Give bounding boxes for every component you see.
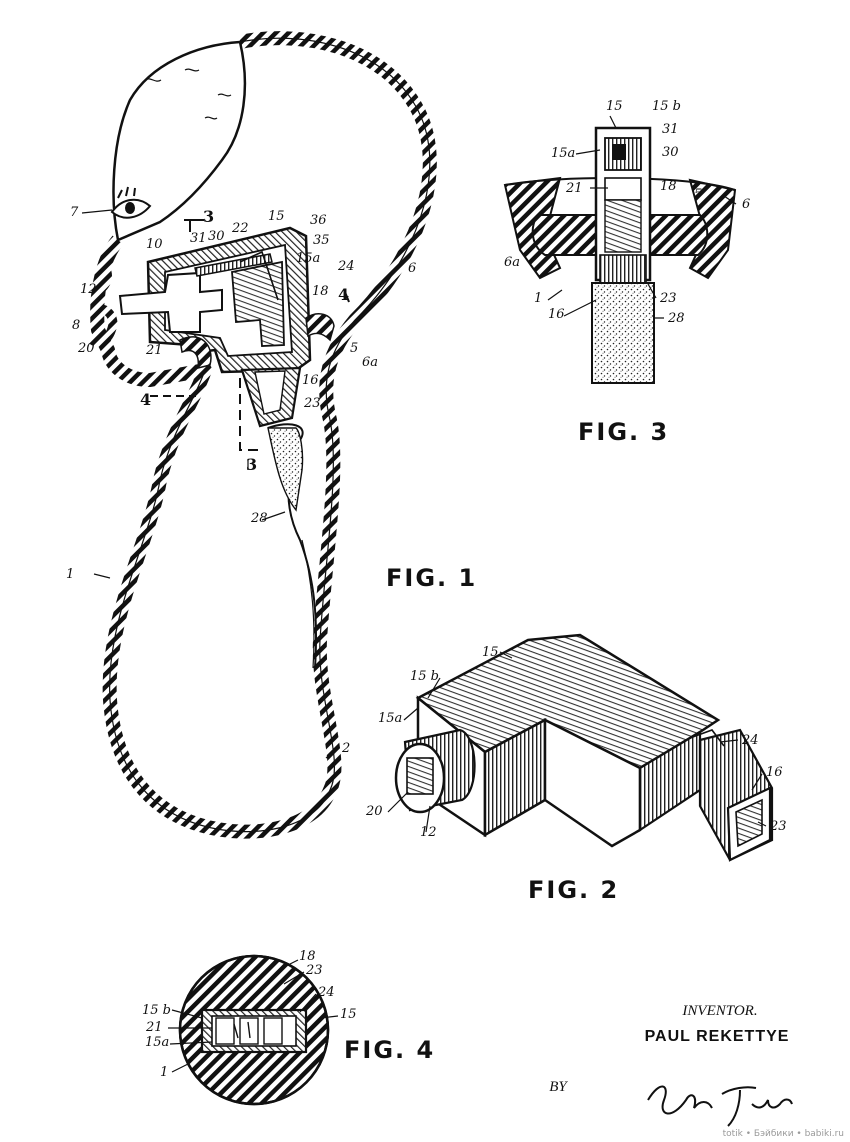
- fig2-ref: 12: [420, 825, 437, 840]
- fig2-ref: 15: [482, 645, 499, 660]
- fig3-ref: 6a: [504, 255, 520, 270]
- fig3-ref: 1: [534, 291, 542, 306]
- fig1-ref: 7: [70, 205, 79, 220]
- fig1-ref: 23: [303, 396, 321, 411]
- inventor-name: PAUL REKETTYE: [644, 1028, 790, 1045]
- fig1-ref: 22: [231, 221, 249, 236]
- fig1-ref: 30: [208, 229, 225, 244]
- fig3-ref: 6: [742, 197, 750, 212]
- fig1-ref: 20: [77, 341, 95, 356]
- fig2-ref: 15 b: [410, 669, 439, 684]
- fig4-ref: 18: [299, 949, 316, 964]
- fig1-ref: 6: [408, 261, 416, 276]
- fig4-ref: 15a: [145, 1035, 169, 1050]
- inventor-title: INVENTOR.: [682, 1003, 758, 1019]
- fig1-ref: 4: [338, 285, 349, 304]
- fig3-ref: 23: [659, 291, 677, 306]
- fig1-ref: 12: [80, 282, 97, 297]
- fig1-ref: 16: [302, 373, 319, 388]
- fig2-ref: 23: [769, 819, 787, 834]
- fig1-ref: 36: [310, 213, 327, 228]
- fig1-ref: 18: [312, 284, 329, 299]
- fig1-head: [112, 40, 247, 242]
- fig3-ref: 16: [548, 307, 565, 322]
- fig1-valve-housing: [118, 226, 312, 428]
- fig1-ref: 8: [72, 318, 80, 333]
- fig3-label: FIG. 3: [578, 418, 669, 446]
- fig1-ref: 3: [246, 455, 257, 474]
- fig4-cross-section: [178, 954, 330, 1106]
- watermark: totik • Бэйбики • babiki.ru: [722, 1129, 844, 1139]
- fig2-ref: 24: [741, 733, 759, 748]
- fig4-label: FIG. 4: [344, 1036, 435, 1064]
- fig1-ref: 15: [268, 209, 285, 224]
- fig2-reference-numerals: 15 15 b 15a 20 12 24 16 23: [365, 645, 787, 840]
- fig4-ref: 24: [317, 985, 335, 1000]
- fig1-ref: 15a: [296, 251, 320, 266]
- inventor-by: BY: [549, 1079, 567, 1095]
- fig3-reference-numerals: 15 15 b 31 15a 30 21 18 5 6 6a 1 16 23 2…: [504, 99, 750, 326]
- fig2-ref: 20: [365, 804, 383, 819]
- fig1-ref: 21: [145, 343, 163, 358]
- fig1-ref: 2: [341, 741, 350, 756]
- fig1-reference-numerals: 7 3 31 30 22 15 36 35 15a 24 10 12 8 20 …: [66, 205, 416, 759]
- fig1-label: FIG. 1: [386, 564, 477, 592]
- fig3-ref: 15 b: [652, 99, 681, 114]
- fig4-ref: 23: [305, 963, 323, 978]
- fig1-ref: 3: [203, 207, 214, 226]
- fig1-ref: 6a: [362, 355, 378, 370]
- fig1-ref: 31: [190, 231, 207, 246]
- fig1-ref: 35: [313, 233, 330, 248]
- fig1-ref: 4: [140, 390, 151, 409]
- fig3-section-view: [503, 126, 737, 384]
- fig4-ref: 15: [340, 1007, 357, 1022]
- fig3-ref: 21: [565, 181, 583, 196]
- fig1-ref: 10: [146, 237, 163, 252]
- fig3-ref: 18: [660, 179, 677, 194]
- fig4-ref: 15 b: [142, 1003, 171, 1018]
- fig3-ref: 15: [606, 99, 623, 114]
- fig2-valve-perspective: [394, 633, 774, 862]
- fig2-ref: 16: [766, 765, 783, 780]
- fig1-stuffing-tube: [267, 423, 318, 669]
- signature: [647, 1085, 793, 1127]
- fig4-ref: 21: [145, 1020, 163, 1035]
- fig2-label: FIG. 2: [528, 876, 619, 904]
- fig3-ref: 28: [667, 311, 685, 326]
- fig3-ref: 30: [662, 145, 679, 160]
- fig1-doll-assembly: [89, 31, 437, 839]
- fig4-reference-numerals: 18 23 15 b 24 15 21 15a 1: [142, 949, 357, 1080]
- fig3-ref: 31: [662, 122, 679, 137]
- fig1-ref: 24: [337, 259, 355, 274]
- fig2-ref: 15a: [378, 711, 402, 726]
- fig1-ref: 28: [250, 511, 268, 526]
- fig3-ref: 5: [694, 187, 702, 202]
- fig1-ref: 5: [350, 341, 358, 356]
- fig1-ref: 1: [66, 567, 74, 582]
- fig4-ref: 1: [160, 1065, 168, 1080]
- fig3-ref: 15a: [551, 146, 575, 161]
